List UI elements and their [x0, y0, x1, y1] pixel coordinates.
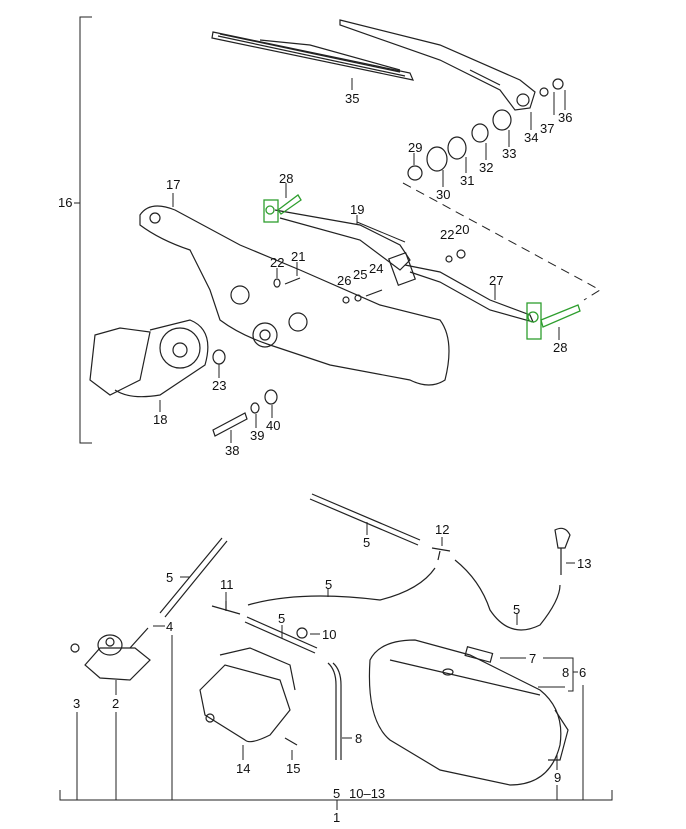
callout-8a: 8 [562, 665, 570, 680]
wiper-frame [139, 193, 450, 386]
valve-15 [284, 737, 298, 746]
callout-37: 37 [540, 121, 555, 136]
callout-11: 11 [220, 577, 234, 592]
t-connector-12 [431, 547, 451, 561]
callout-29: 29 [408, 140, 423, 155]
callout-32: 32 [479, 160, 494, 175]
linkage-rod-27 [404, 264, 535, 323]
callout-8b: 8 [355, 731, 363, 746]
callout-36: 36 [558, 110, 573, 125]
group-bracket-1 [59, 790, 613, 801]
callout-12: 12 [435, 522, 450, 537]
callout-5e: 5 [513, 602, 521, 617]
grommet-40 [264, 389, 278, 405]
screw-3 [70, 643, 80, 653]
callout-13: 13 [577, 556, 592, 571]
callout-28b: 28 [553, 340, 568, 355]
washer-37 [539, 87, 549, 97]
callout-21: 21 [291, 249, 306, 264]
callout-22b: 22 [440, 227, 455, 242]
callout-5c: 5 [325, 577, 333, 592]
callout-28a: 28 [279, 171, 294, 186]
callout-30: 30 [436, 187, 451, 202]
callout-1: 1 [333, 810, 341, 825]
highlighted-part-28 [263, 183, 581, 340]
grommet-10 [296, 627, 308, 639]
callout-5-bottom: 5 [333, 786, 341, 801]
hose-5-left [159, 537, 228, 618]
hose-5-right [454, 559, 561, 631]
callout-40: 40 [266, 418, 281, 433]
connector-11 [211, 601, 241, 615]
hose-5-top [309, 493, 421, 546]
callout-19: 19 [350, 202, 365, 217]
callout-39: 39 [250, 428, 265, 443]
wiper-motor [89, 319, 209, 412]
callout-38: 38 [225, 443, 240, 458]
callout-4: 4 [166, 619, 174, 634]
callout-20: 20 [455, 222, 470, 237]
callout-9: 9 [554, 770, 562, 785]
callout-2: 2 [112, 696, 120, 711]
spindle-bushings [407, 109, 512, 187]
wiper-arm [339, 19, 536, 111]
group-bracket-16 [79, 16, 92, 444]
callout-23: 23 [212, 378, 227, 393]
callout-5a: 5 [166, 570, 174, 585]
callout-16: 16 [58, 195, 73, 210]
callout-33: 33 [502, 146, 517, 161]
callout-24: 24 [369, 261, 384, 276]
callout-15: 15 [286, 761, 301, 776]
bolt-38 [212, 412, 248, 437]
callout-34: 34 [524, 130, 539, 145]
washer-39 [250, 402, 260, 414]
washer-reservoir [368, 639, 578, 786]
wiper-blade [211, 31, 415, 90]
washer-nozzle [84, 627, 151, 695]
hose-5-mid [247, 567, 436, 606]
hose-8 [327, 662, 342, 760]
callout-10: 10 [322, 627, 337, 642]
level-sender-13 [554, 527, 575, 575]
callout-31: 31 [460, 173, 475, 188]
callout-5b: 5 [363, 535, 371, 550]
callout-10-13: 10–13 [349, 786, 386, 801]
callout-7: 7 [529, 651, 537, 666]
callout-22a: 22 [270, 255, 285, 270]
grommet-23 [212, 349, 226, 365]
callout-26: 26 [337, 273, 352, 288]
screw-21 [284, 277, 301, 285]
washer-pump-14 [199, 647, 296, 760]
callout-5d: 5 [278, 611, 286, 626]
callout-25: 25 [353, 267, 368, 282]
callout-17: 17 [166, 177, 181, 192]
callout-27: 27 [489, 273, 504, 288]
callout-18: 18 [153, 412, 168, 427]
callout-6: 6 [579, 665, 587, 680]
nut-36 [552, 78, 564, 90]
callout-14: 14 [236, 761, 251, 776]
callout-3: 3 [73, 696, 81, 711]
callout-35: 35 [345, 91, 360, 106]
